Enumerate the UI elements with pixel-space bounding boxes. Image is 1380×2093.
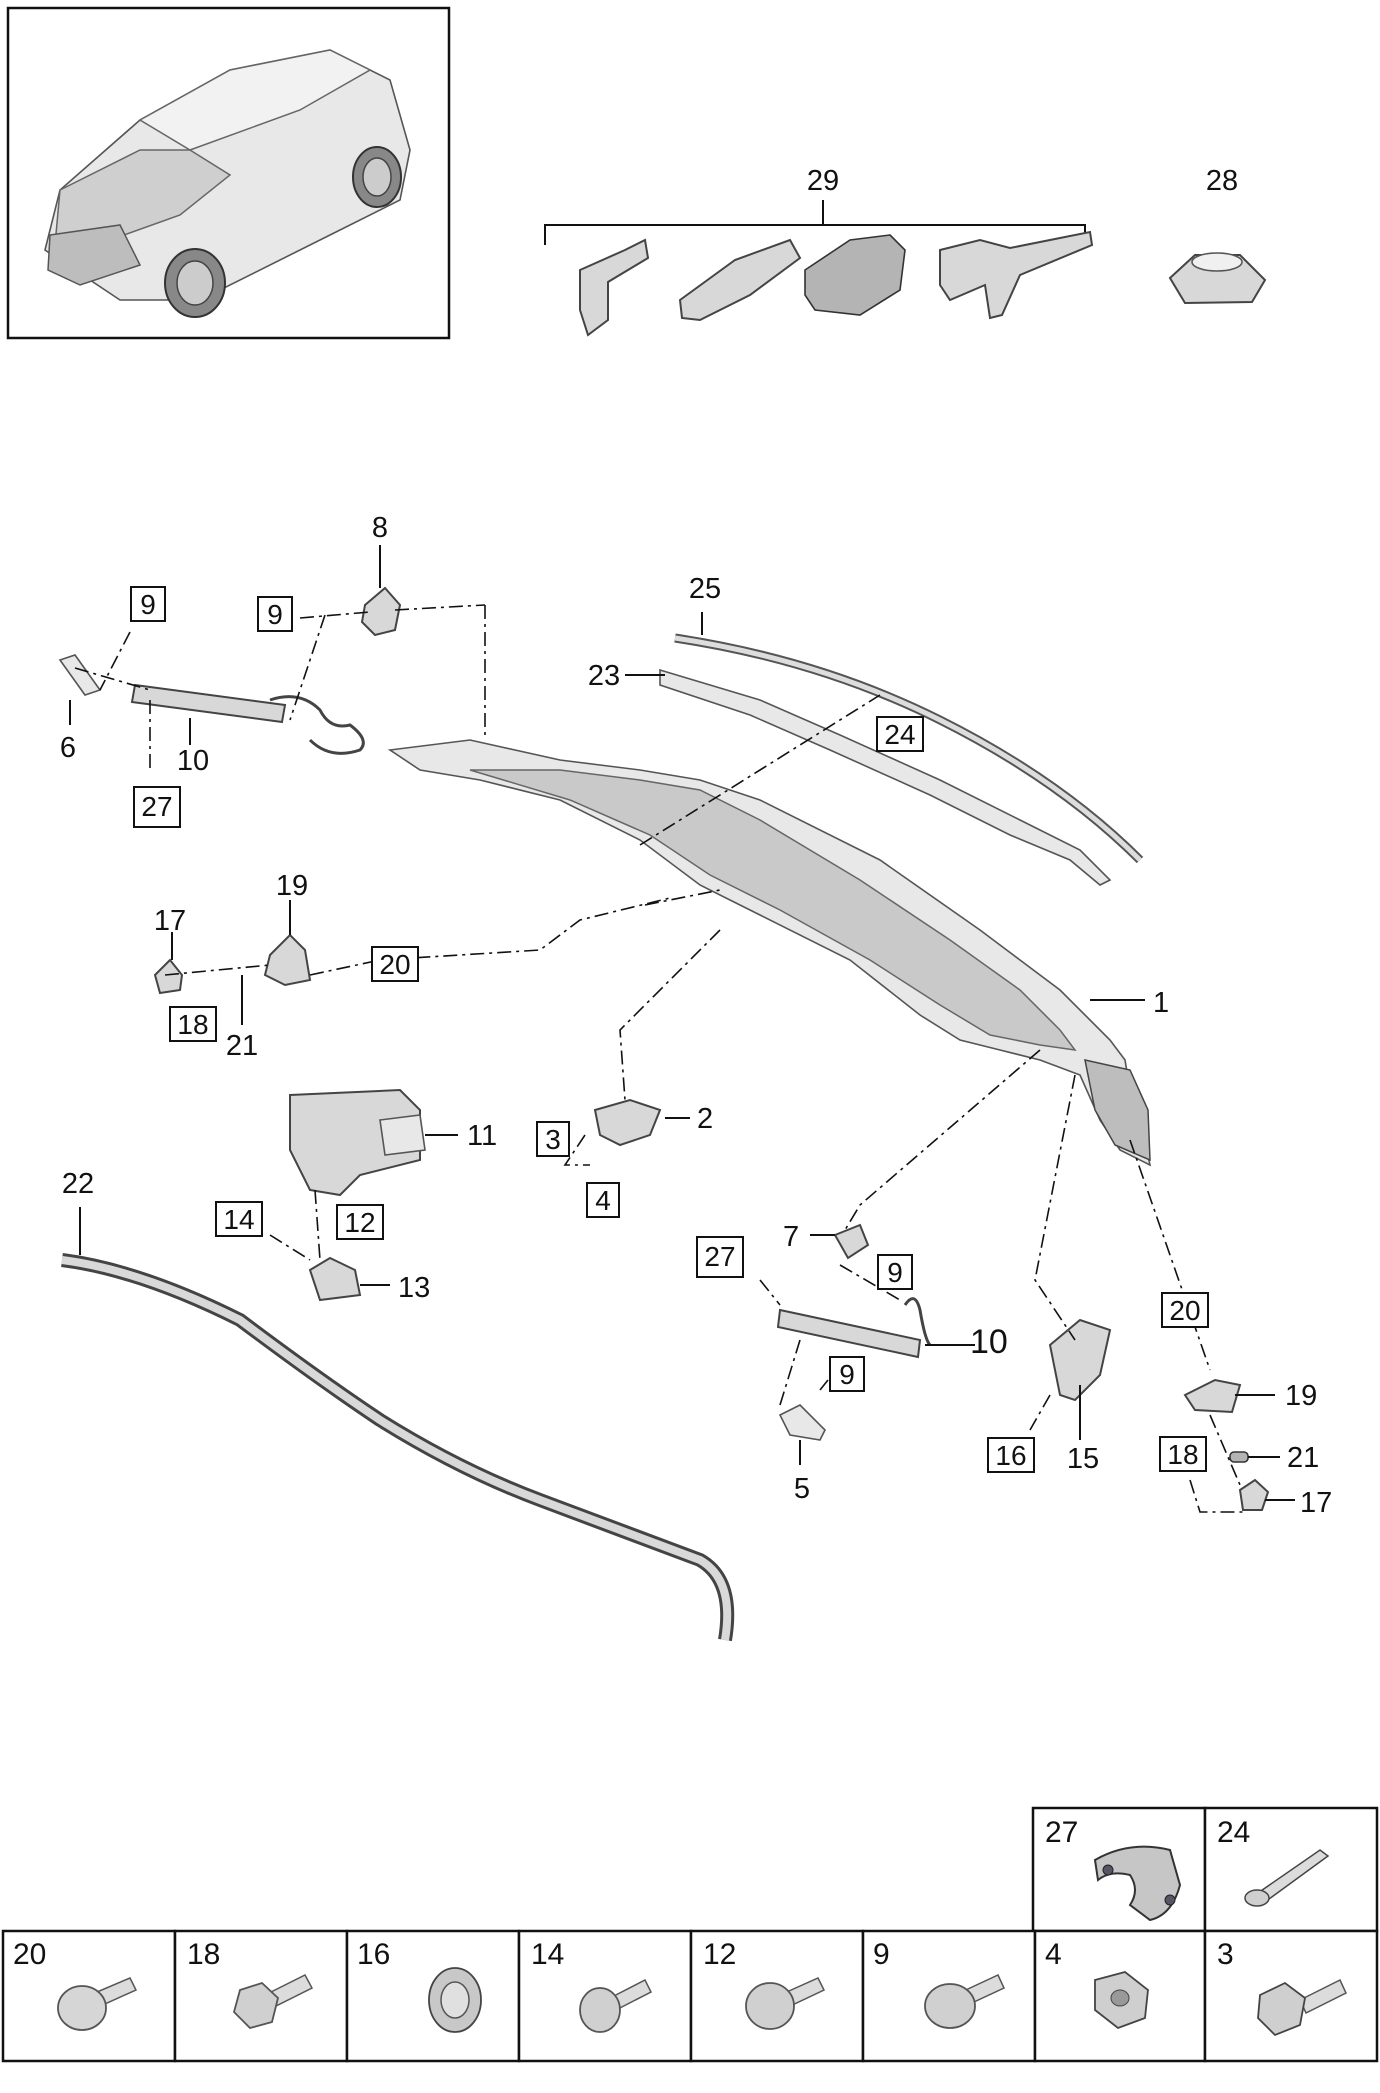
hex-nut-icon bbox=[1094, 1971, 1149, 2030]
boxed-callout-9d: 9 bbox=[829, 1356, 865, 1392]
ball-stud-8 bbox=[360, 586, 402, 637]
tailgate-lock-11 bbox=[289, 1088, 426, 1197]
svg-text:27: 27 bbox=[704, 1241, 735, 1272]
boxed-callout-20a: 20 bbox=[371, 946, 419, 982]
striker-13 bbox=[308, 1256, 362, 1302]
callout-2: 2 bbox=[697, 1103, 713, 1135]
callout-7: 7 bbox=[783, 1221, 799, 1253]
fastener-table: 27 24 20 18 16 14 12 9 4 bbox=[1, 1806, 1379, 2063]
svg-text:4: 4 bbox=[595, 1185, 611, 1216]
boxed-callout-27a: 27 bbox=[133, 786, 181, 828]
callout-28: 28 bbox=[1206, 165, 1238, 197]
bolt-icon bbox=[232, 1974, 314, 2030]
boxed-callout-16: 16 bbox=[987, 1437, 1035, 1473]
callout-25: 25 bbox=[689, 573, 721, 605]
rivet-icon bbox=[1244, 1849, 1330, 1907]
boxed-callout-9b: 9 bbox=[257, 596, 293, 632]
callout-labels: 29 28 8 25 23 6 10 17 19 21 1 11 2 22 13… bbox=[60, 165, 1332, 1519]
callout-19-left: 19 bbox=[276, 870, 308, 902]
callout-10-right: 10 bbox=[970, 1323, 1008, 1361]
bolt-icon bbox=[579, 1978, 653, 2033]
table-label-27: 27 bbox=[1045, 1816, 1078, 1849]
hinge-2 bbox=[593, 1098, 662, 1147]
table-label-16: 16 bbox=[357, 1938, 390, 1971]
seal-bracket-23 bbox=[659, 668, 1112, 886]
bolt-icon bbox=[924, 1974, 1005, 2029]
table-label-12: 12 bbox=[703, 1938, 736, 1971]
callout-19-right: 19 bbox=[1285, 1380, 1317, 1412]
vehicle-thumbnail bbox=[6, 6, 451, 340]
boxed-callout-12: 12 bbox=[336, 1204, 384, 1240]
callout-6: 6 bbox=[60, 732, 76, 764]
table-bottom-row: 20 18 16 14 12 9 4 3 bbox=[1, 1929, 1379, 2063]
seal-22 bbox=[61, 1253, 735, 1642]
actuator-15 bbox=[1048, 1318, 1112, 1402]
assembly-lines bbox=[74, 604, 1245, 1513]
callout-17-right: 17 bbox=[1300, 1487, 1332, 1519]
svg-text:9: 9 bbox=[267, 599, 283, 630]
boxed-callout-9a: 9 bbox=[130, 586, 166, 622]
svg-text:12: 12 bbox=[344, 1207, 375, 1238]
leader-lines bbox=[69, 545, 1295, 1501]
svg-text:24: 24 bbox=[884, 719, 915, 750]
callout-5: 5 bbox=[794, 1473, 810, 1505]
boxed-callout-14: 14 bbox=[215, 1201, 263, 1237]
table-label-9: 9 bbox=[873, 1938, 890, 1971]
svg-text:3: 3 bbox=[545, 1124, 561, 1155]
svg-text:18: 18 bbox=[1167, 1439, 1198, 1470]
boxed-callout-9c: 9 bbox=[877, 1254, 913, 1290]
connector-set bbox=[544, 200, 1094, 337]
callout-15: 15 bbox=[1067, 1443, 1099, 1475]
strut-left bbox=[58, 654, 365, 755]
bump-stop-17-right bbox=[1238, 1478, 1270, 1511]
table-label-3: 3 bbox=[1217, 1938, 1234, 1971]
grommet-nut-icon bbox=[428, 1967, 482, 2033]
callout-29: 29 bbox=[807, 165, 839, 197]
callout-17-left: 17 bbox=[154, 905, 186, 937]
callout-10-left: 10 bbox=[177, 745, 209, 777]
callout-22: 22 bbox=[62, 1168, 94, 1200]
table-label-14: 14 bbox=[531, 1938, 564, 1971]
boxed-callout-3: 3 bbox=[536, 1121, 570, 1157]
boxed-callout-20b: 20 bbox=[1161, 1292, 1209, 1328]
svg-text:9: 9 bbox=[839, 1359, 855, 1390]
boxed-callout-18b: 18 bbox=[1159, 1436, 1207, 1472]
spacer-21-right bbox=[1229, 1451, 1249, 1463]
bolt-icon bbox=[745, 1977, 826, 2030]
bracket-19-right bbox=[1183, 1378, 1242, 1414]
callout-23: 23 bbox=[588, 660, 620, 692]
boxed-callout-24: 24 bbox=[876, 716, 924, 752]
boxed-callout-4: 4 bbox=[586, 1182, 620, 1218]
svg-text:9: 9 bbox=[140, 589, 156, 620]
svg-text:14: 14 bbox=[223, 1204, 254, 1235]
callout-13: 13 bbox=[398, 1272, 430, 1304]
svg-text:18: 18 bbox=[177, 1009, 208, 1040]
bolt-icon bbox=[57, 1977, 138, 2031]
boxed-callout-27b: 27 bbox=[696, 1236, 744, 1278]
boxed-callouts: 9 9 27 24 20 18 3 4 14 12 27 9 9 16 20 1… bbox=[130, 586, 1209, 1473]
bump-stop-17-left bbox=[153, 958, 184, 995]
svg-text:20: 20 bbox=[1169, 1295, 1200, 1326]
callout-8: 8 bbox=[372, 512, 388, 544]
svg-text:16: 16 bbox=[995, 1440, 1026, 1471]
svg-text:27: 27 bbox=[141, 791, 172, 822]
svg-text:20: 20 bbox=[379, 949, 410, 980]
callout-21-left: 21 bbox=[226, 1030, 258, 1062]
bracket-clip-icon bbox=[1093, 1845, 1182, 1922]
boxed-callout-18a: 18 bbox=[169, 1006, 217, 1042]
table-label-20: 20 bbox=[13, 1938, 46, 1971]
bracket-19-left bbox=[263, 933, 312, 987]
table-label-4: 4 bbox=[1045, 1938, 1062, 1971]
svg-text:9: 9 bbox=[887, 1257, 903, 1288]
hex-bolt-icon bbox=[1257, 1978, 1347, 2037]
strut-right bbox=[776, 1223, 932, 1441]
callout-1: 1 bbox=[1153, 987, 1169, 1019]
callout-21-right: 21 bbox=[1287, 1442, 1319, 1474]
table-label-18: 18 bbox=[187, 1938, 220, 1971]
grommet-part bbox=[1168, 252, 1267, 305]
table-label-24: 24 bbox=[1217, 1816, 1250, 1849]
callout-11: 11 bbox=[467, 1120, 497, 1152]
tailgate-panel bbox=[387, 739, 1152, 1167]
